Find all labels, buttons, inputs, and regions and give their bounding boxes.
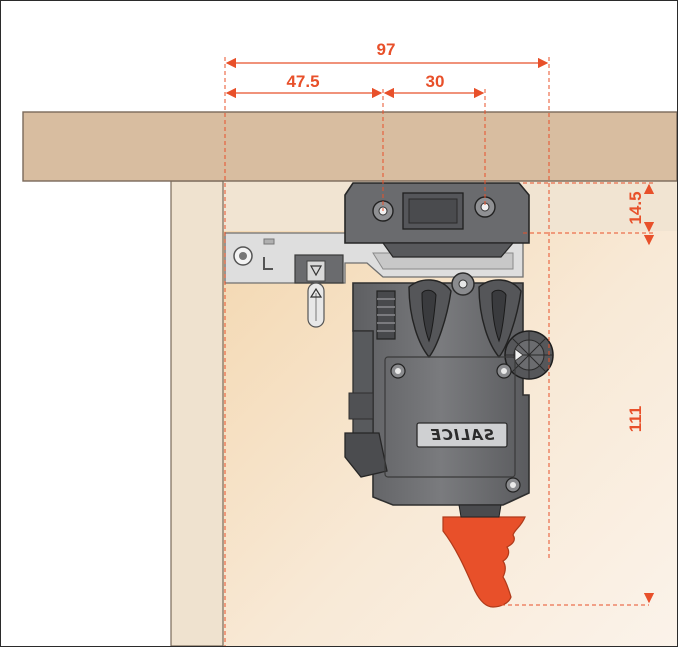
trigger-stem — [458, 504, 502, 518]
housing-ridge-1 — [348, 392, 374, 420]
dim-label-hole-spacing: 30 — [426, 72, 445, 91]
plate-window-inner — [408, 198, 458, 224]
bracket-notch — [263, 238, 275, 245]
latch-arrow-icon — [309, 265, 323, 277]
latch-tip-icon — [309, 287, 323, 298]
knob-arrow-icon — [514, 348, 524, 362]
housing-panel — [384, 356, 516, 478]
dim-label-overall-width: 97 — [377, 40, 396, 59]
bracket-screw-center — [239, 252, 247, 260]
housing-left-profile — [352, 330, 374, 442]
top-wood-panel — [22, 111, 677, 182]
spring-core-left — [421, 289, 437, 343]
housing-screw-c-center — [510, 482, 516, 488]
brand-label: SALICE — [430, 426, 495, 444]
dim-label-height: 111 — [626, 406, 645, 433]
trigger-lever — [442, 516, 526, 608]
spring-core-right — [491, 289, 507, 343]
latch-body — [306, 260, 326, 282]
housing-foot — [344, 432, 388, 478]
cabinet-side-wall — [170, 180, 224, 646]
bracket-mark — [263, 257, 273, 270]
brand-plate — [416, 422, 508, 448]
knob-tooth — [511, 337, 547, 373]
plate-lower-lip — [381, 242, 515, 258]
center-pin — [458, 279, 468, 289]
housing-screw-a-center — [395, 368, 401, 374]
dim-label-top-gap: 14.5 — [626, 191, 645, 224]
dim-label-left-offset: 47.5 — [286, 72, 319, 91]
housing-screw-b-center — [501, 368, 507, 374]
